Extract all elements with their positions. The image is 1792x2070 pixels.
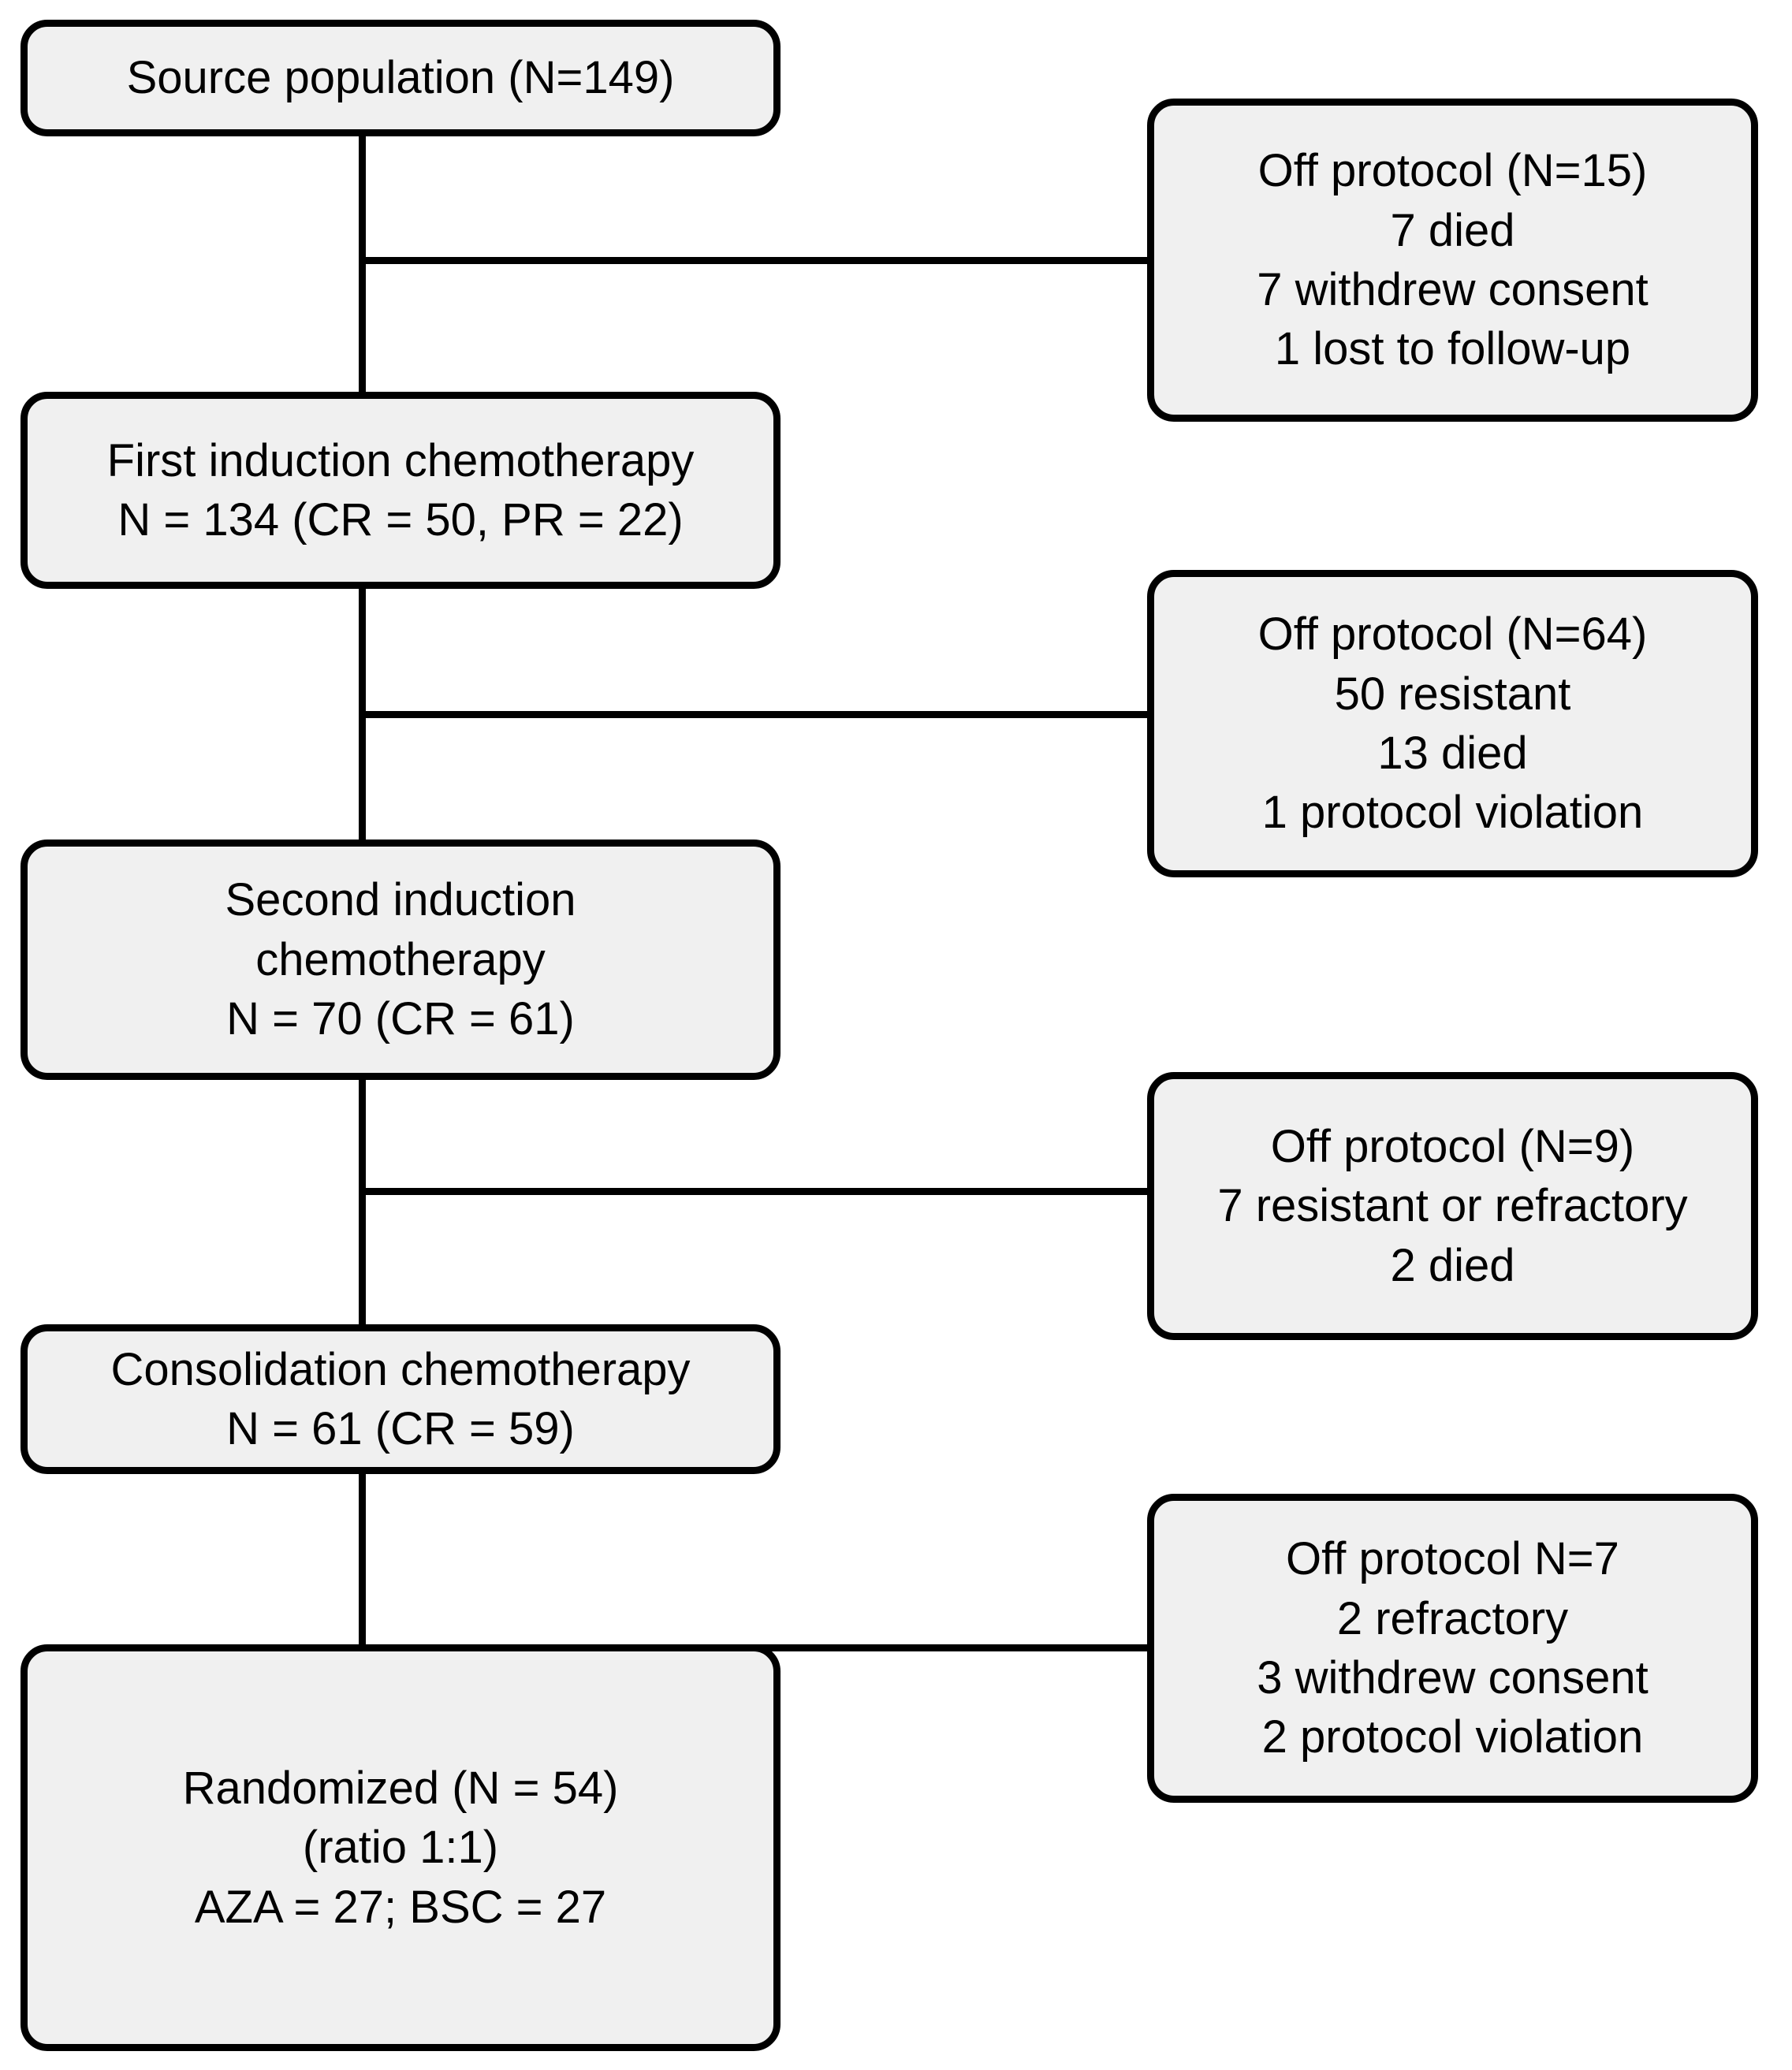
node-off-protocol-64[interactable]: Off protocol (N=64) 50 resistant 13 died… bbox=[1147, 570, 1758, 877]
connector-vertical-source-to-first bbox=[359, 132, 366, 397]
node-line: chemotherapy bbox=[255, 933, 546, 985]
node-line: Off protocol (N=15) bbox=[1257, 145, 1648, 197]
connector-horizontal-off-protocol-9 bbox=[359, 1188, 1151, 1195]
node-line: N = 134 (CR = 50, PR = 22) bbox=[117, 494, 684, 545]
node-line: 2 refractory bbox=[1336, 1592, 1569, 1644]
node-line: 7 died bbox=[1390, 204, 1515, 256]
node-off-protocol-7[interactable]: Off protocol N=7 2 refractory 3 withdrew… bbox=[1147, 1494, 1758, 1803]
node-line: 2 protocol violation bbox=[1261, 1711, 1644, 1763]
node-line: 7 resistant or refractory bbox=[1217, 1180, 1688, 1232]
node-line: 1 lost to follow-up bbox=[1274, 323, 1631, 375]
node-line: Second induction bbox=[225, 874, 576, 926]
node-line: N = 70 (CR = 61) bbox=[226, 993, 575, 1045]
node-line: Source population (N=149) bbox=[126, 52, 675, 104]
node-line: First induction chemotherapy bbox=[106, 434, 695, 486]
node-off-protocol-15[interactable]: Off protocol (N=15) 7 died 7 withdrew co… bbox=[1147, 99, 1758, 422]
connector-horizontal-off-protocol-15 bbox=[359, 257, 1151, 264]
node-line: Randomized (N = 54) bbox=[182, 1762, 619, 1814]
node-line: 2 died bbox=[1390, 1239, 1515, 1291]
node-second-induction-chemotherapy[interactable]: Second induction chemotherapy N = 70 (CR… bbox=[20, 840, 781, 1080]
node-line: 7 withdrew consent bbox=[1257, 264, 1649, 315]
node-source-population[interactable]: Source population (N=149) bbox=[20, 20, 781, 136]
node-consolidation-chemotherapy[interactable]: Consolidation chemotherapy N = 61 (CR = … bbox=[20, 1324, 781, 1474]
node-line: 13 died bbox=[1377, 728, 1528, 779]
node-line: 3 withdrew consent bbox=[1257, 1652, 1649, 1703]
connector-vertical-consolidation-to-randomized bbox=[359, 1471, 366, 1644]
node-line: N = 61 (CR = 59) bbox=[226, 1403, 575, 1454]
connector-horizontal-off-protocol-64 bbox=[359, 711, 1151, 718]
node-randomized[interactable]: Randomized (N = 54) (ratio 1:1) AZA = 27… bbox=[20, 1644, 781, 2051]
node-line: (ratio 1:1) bbox=[302, 1822, 499, 1874]
node-off-protocol-9[interactable]: Off protocol (N=9) 7 resistant or refrac… bbox=[1147, 1072, 1758, 1340]
connector-vertical-second-to-consolidation bbox=[359, 1077, 366, 1329]
node-line: Off protocol (N=9) bbox=[1270, 1120, 1635, 1172]
node-line: Consolidation chemotherapy bbox=[110, 1343, 691, 1395]
node-line: 1 protocol violation bbox=[1261, 787, 1644, 839]
node-line: AZA = 27; BSC = 27 bbox=[194, 1881, 607, 1933]
node-first-induction-chemotherapy[interactable]: First induction chemotherapy N = 134 (CR… bbox=[20, 392, 781, 589]
node-line: Off protocol (N=64) bbox=[1257, 609, 1648, 661]
node-line: 50 resistant bbox=[1334, 668, 1571, 720]
node-line: Off protocol N=7 bbox=[1286, 1533, 1619, 1585]
